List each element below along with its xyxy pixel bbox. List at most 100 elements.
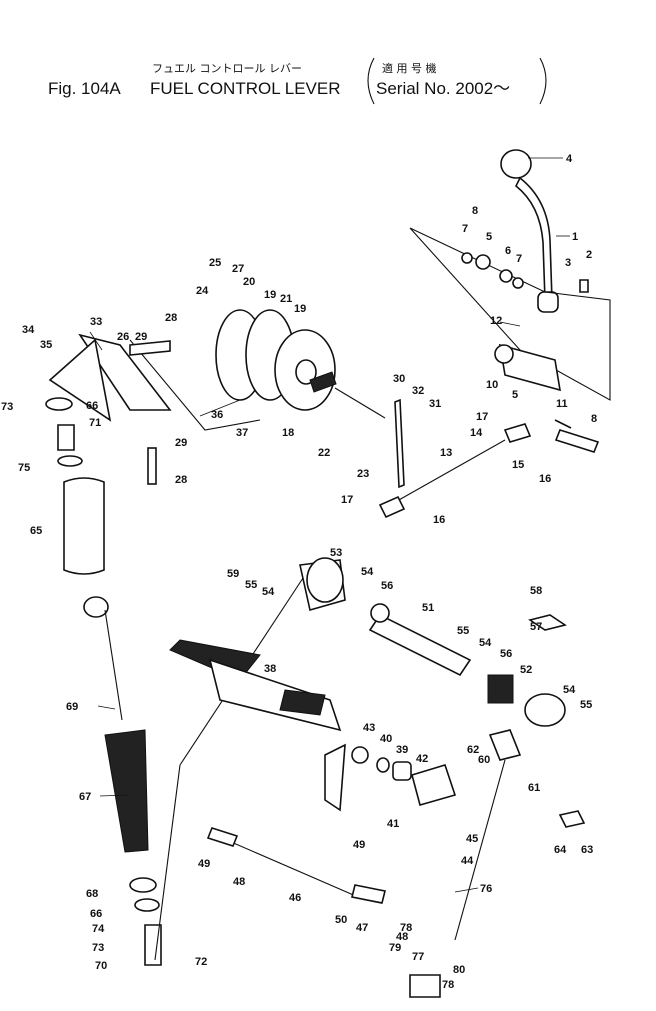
callout-4: 4 <box>566 153 573 165</box>
washer <box>461 252 473 264</box>
lever-bracket <box>488 729 522 761</box>
bolt <box>129 340 171 356</box>
callout-55: 55 <box>457 625 469 637</box>
callout-67: 67 <box>79 791 91 803</box>
title-block: フュエル コントロール レバー Fig. 104A FUEL CONTROL L… <box>48 57 547 105</box>
callout-69: 69 <box>66 701 78 713</box>
callout-16: 16 <box>539 473 551 485</box>
dust-boot <box>63 477 105 575</box>
spring-rod-assembly <box>63 477 162 966</box>
pedal-pad <box>279 689 326 716</box>
callout-28: 28 <box>175 474 187 486</box>
rod-end <box>378 495 406 519</box>
callout-19: 19 <box>264 289 276 301</box>
rod-end <box>206 827 239 847</box>
housing-bore <box>295 359 317 385</box>
bracket <box>409 974 441 998</box>
lever-knob <box>500 149 532 179</box>
callout-71: 71 <box>89 417 101 429</box>
pedal-arm <box>324 743 346 812</box>
callout-61: 61 <box>528 782 540 794</box>
bracket-plate <box>78 333 172 411</box>
callout-59: 59 <box>227 568 239 580</box>
o-ring <box>45 397 73 411</box>
callout-17: 17 <box>341 494 353 506</box>
callout-49: 49 <box>353 839 365 851</box>
callout-10: 10 <box>486 379 498 391</box>
callout-53: 53 <box>330 547 342 559</box>
rod-end <box>558 810 586 828</box>
cross-shaft <box>368 613 472 677</box>
shaft <box>334 387 386 419</box>
callout-56: 56 <box>381 580 393 592</box>
shaft-spring <box>487 674 514 704</box>
washer <box>499 269 513 283</box>
washer <box>351 746 369 764</box>
rod-end <box>351 884 386 904</box>
lever-base <box>537 291 559 313</box>
clevis <box>57 424 75 451</box>
callout-40: 40 <box>380 733 392 745</box>
control-lever-assembly <box>378 149 611 519</box>
figure-number: Fig. 104A <box>48 79 121 98</box>
callout-58: 58 <box>530 585 542 597</box>
callout-65: 65 <box>30 525 42 537</box>
callout-78: 78 <box>400 922 412 934</box>
callout-45: 45 <box>466 833 478 845</box>
callout-51: 51 <box>422 602 434 614</box>
callout-54: 54 <box>262 586 275 598</box>
callout-37: 37 <box>236 427 248 439</box>
governor-spring <box>309 371 337 393</box>
rod-head <box>83 596 109 618</box>
callout-41: 41 <box>387 818 399 830</box>
callout-2: 2 <box>586 249 592 261</box>
callout-42: 42 <box>416 753 428 765</box>
return-cam <box>524 693 566 727</box>
callout-74: 74 <box>92 923 105 935</box>
callout-68: 68 <box>86 888 98 900</box>
callout-5: 5 <box>512 389 518 401</box>
lever-arm <box>394 398 405 489</box>
callout-26: 26 <box>117 331 129 343</box>
callout-62: 62 <box>467 744 479 756</box>
callout-55: 55 <box>245 579 257 591</box>
washer <box>512 277 524 289</box>
callout-39: 39 <box>396 744 408 756</box>
bolt <box>579 279 589 293</box>
callout-23: 23 <box>357 468 369 480</box>
callout-20: 20 <box>243 276 255 288</box>
lever-bracket <box>499 343 561 392</box>
callout-75: 75 <box>18 462 30 474</box>
callout-60: 60 <box>478 754 490 766</box>
return-spring <box>104 729 149 853</box>
open-bracket <box>367 57 375 105</box>
callout-3: 3 <box>565 257 571 269</box>
callout-15: 15 <box>512 459 524 471</box>
close-bracket <box>539 57 547 105</box>
bushing <box>392 761 412 781</box>
housing-edge <box>129 339 261 431</box>
callout-46: 46 <box>289 892 301 904</box>
callout-32: 32 <box>412 385 424 397</box>
bushing <box>370 603 390 623</box>
callout-8: 8 <box>472 205 478 217</box>
title-japanese: フュエル コントロール レバー <box>152 62 302 75</box>
callout-54: 54 <box>563 684 576 696</box>
control-rod <box>214 834 366 901</box>
governor-assembly <box>45 309 405 489</box>
callout-16: 16 <box>433 514 445 526</box>
callout-48: 48 <box>233 876 245 888</box>
callout-24: 24 <box>196 285 209 297</box>
callout-27: 27 <box>232 263 244 275</box>
callout-48: 48 <box>396 931 408 943</box>
seat <box>129 877 157 893</box>
callout-22: 22 <box>318 447 330 459</box>
callout-80: 80 <box>453 964 465 976</box>
callout-73: 73 <box>1 401 13 413</box>
callout-44: 44 <box>461 855 474 867</box>
callout-73: 73 <box>92 942 104 954</box>
callout-30: 30 <box>393 373 405 385</box>
callout-55: 55 <box>580 699 592 711</box>
callout-11: 11 <box>556 398 568 410</box>
